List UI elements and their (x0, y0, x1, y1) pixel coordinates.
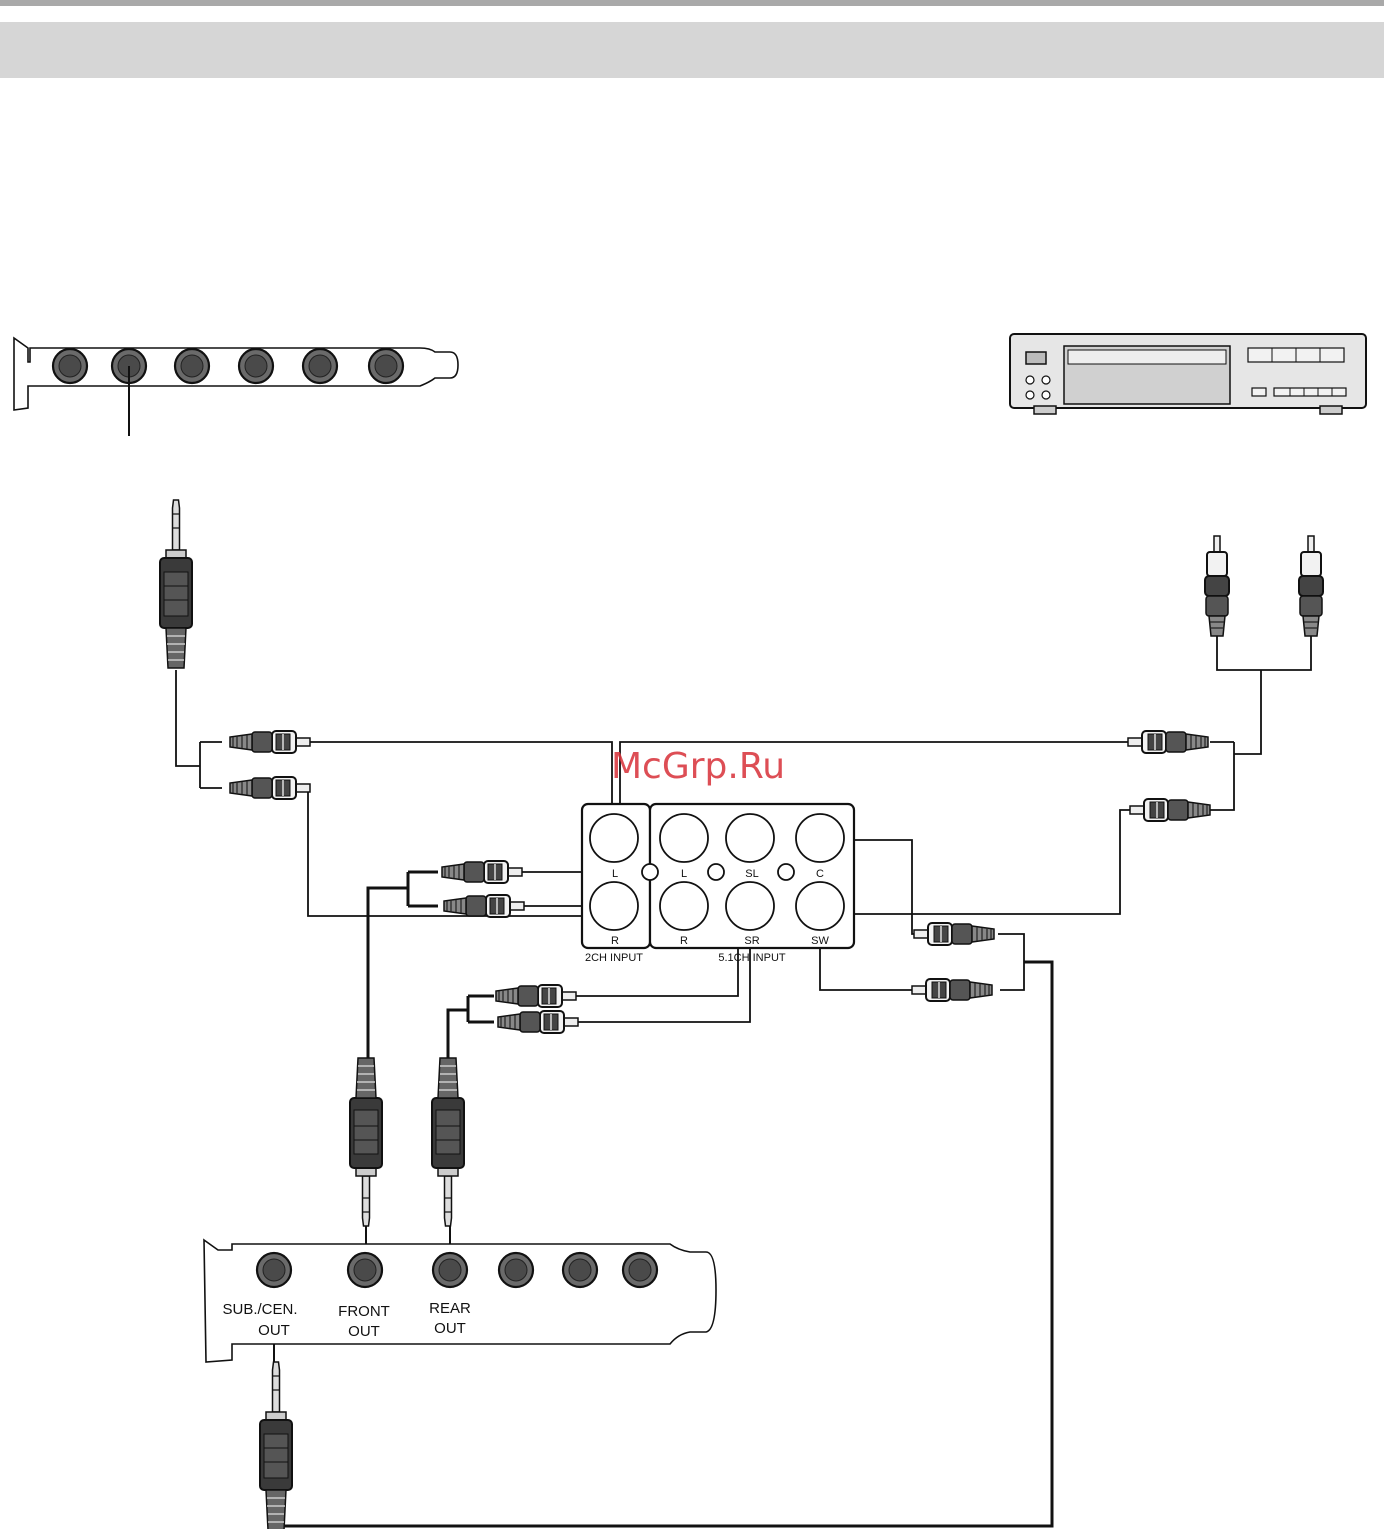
sound-card-top-port (369, 349, 403, 383)
jack-label-51-l: L (681, 868, 687, 880)
sound-card-port (623, 1253, 657, 1287)
rca-plug-icon (442, 861, 522, 883)
rca-plug-icon (230, 777, 310, 799)
rca-plug-icon (912, 979, 992, 1001)
sound-card-top (14, 338, 458, 436)
jack-label-2ch-l: L (612, 868, 618, 880)
rca-plug-icon (498, 1011, 578, 1033)
cd-player-icon (1010, 334, 1366, 414)
jack-label-51-sl: SL (745, 868, 758, 880)
mini-jack-plug-icon (160, 500, 192, 668)
sound-card-top-port (239, 349, 273, 383)
rca-plug-icon (1128, 731, 1208, 753)
section-label-2ch: 2CH INPUT (585, 952, 643, 964)
jack-label-2ch-r: R (611, 935, 619, 947)
sound-card-port-front (348, 1253, 382, 1287)
mini-jack-plug-icon (260, 1362, 292, 1529)
sound-card-port-rear (433, 1253, 467, 1287)
mini-jack-plug-icon (432, 1058, 464, 1226)
sound-card-port (563, 1253, 597, 1287)
sound-card-port-sub-cen (257, 1253, 291, 1287)
sound-card-port (499, 1253, 533, 1287)
label-rear-line1: REAR (429, 1300, 471, 1317)
sound-card-top-port (303, 349, 337, 383)
rca-plug-icon (496, 985, 576, 1007)
label-sub-cen-line2: OUT (258, 1322, 290, 1339)
jack-label-51-c: C (816, 868, 824, 880)
mini-jack-plug-icon (350, 1058, 382, 1226)
label-sub-cen-line1: SUB./CEN. (222, 1301, 297, 1318)
rca-plug-icon (230, 731, 310, 753)
sound-card-bottom: SUB./CEN. OUT FRONT OUT REAR OUT (204, 1240, 716, 1362)
rca-plug-icon (1205, 536, 1229, 636)
label-front-line2: OUT (348, 1323, 380, 1340)
rca-plug-icon (1130, 799, 1210, 821)
amplifier-input-panel: L R L R SL SR C SW 2CH INPUT 5.1CH INPUT (582, 804, 854, 964)
sound-card-top-port (53, 349, 87, 383)
sound-card-top-port (175, 349, 209, 383)
rca-plug-icon (444, 895, 524, 917)
watermark: McGrp.Ru (611, 746, 785, 787)
thick-wires (276, 872, 1052, 1526)
rca-plug-icon (914, 923, 994, 945)
label-rear-line2: OUT (434, 1320, 466, 1337)
label-front-line1: FRONT (338, 1303, 390, 1320)
rca-plug-icon (1299, 536, 1323, 636)
jack-label-51-sr: SR (744, 935, 759, 947)
jack-label-51-sw: SW (811, 935, 829, 947)
section-label-51ch: 5.1CH INPUT (718, 952, 786, 964)
jack-label-51-r: R (680, 935, 688, 947)
